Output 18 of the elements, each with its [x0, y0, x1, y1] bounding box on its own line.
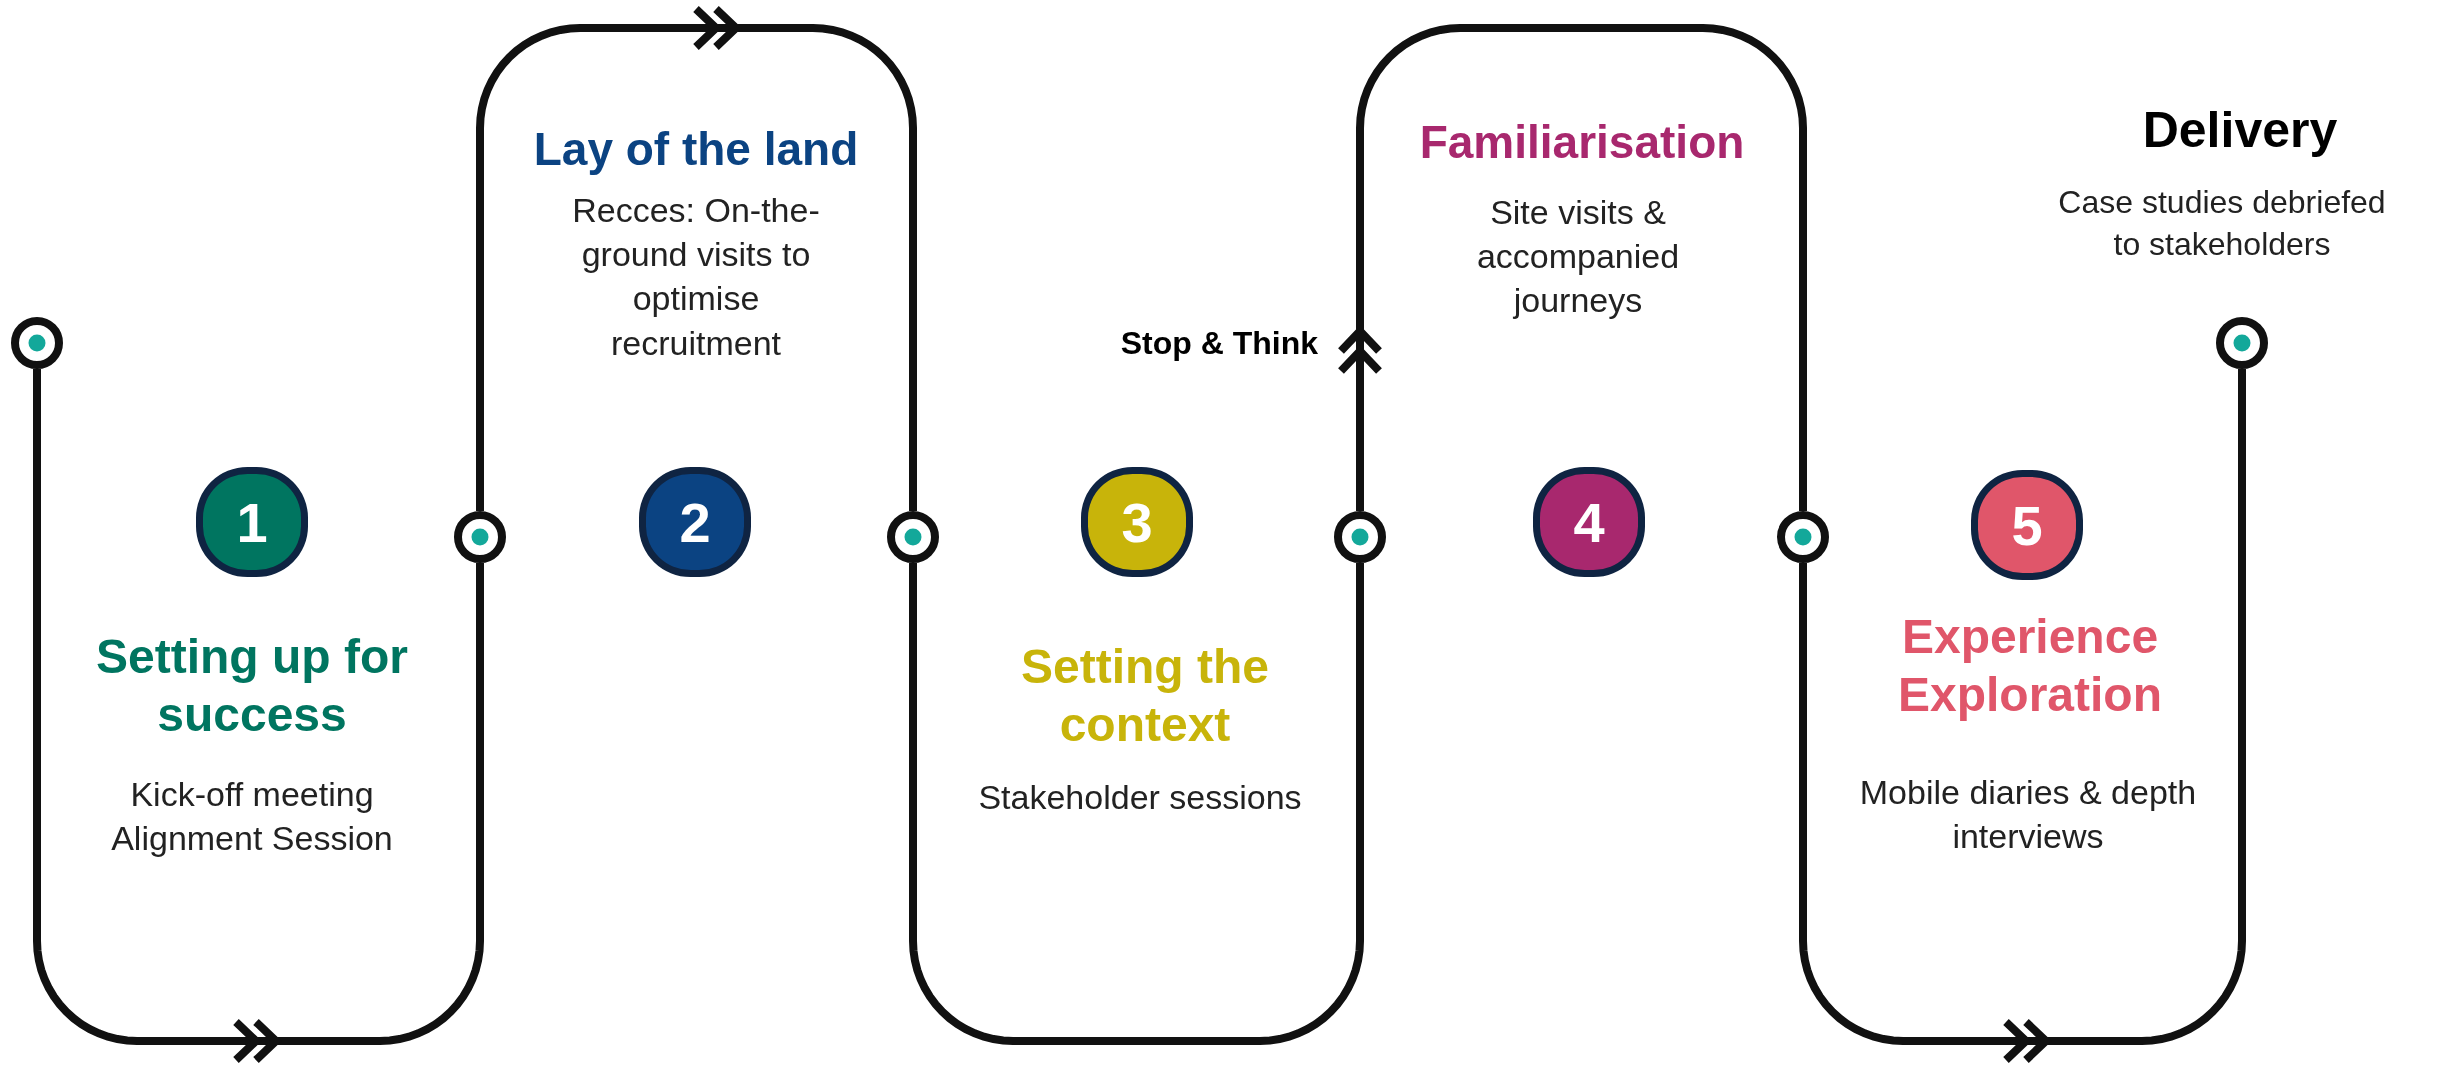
annotation-text: Stop & Think: [1120, 325, 1318, 362]
step-heading: Experience Exploration: [1897, 609, 2163, 723]
step-heading: Delivery: [2141, 101, 2339, 160]
step-heading: Setting up for success: [95, 629, 409, 743]
step-description: Recces: On-the-ground visits to optimise recruitment: [571, 190, 821, 364]
step-description: Mobile diaries & depth interviews: [1858, 772, 2198, 858]
step-number-badge: 1: [196, 467, 308, 577]
step-description: Kick-off meeting Alignment Session: [110, 774, 394, 860]
step-description: Case studies debriefed to stakeholders: [2057, 183, 2387, 264]
step-number-badge: 2: [639, 467, 751, 577]
step-heading: Lay of the land: [532, 122, 860, 177]
step-heading: Setting the context: [1020, 639, 1270, 753]
step-number-badge: 3: [1081, 467, 1193, 577]
step-description: Stakeholder sessions: [977, 777, 1303, 818]
step-number-badge: 4: [1533, 467, 1645, 577]
step-number-badge: 5: [1971, 470, 2083, 580]
step-heading: Familiarisation: [1418, 115, 1746, 170]
step-description: Site visits & accompanied journeys: [1475, 192, 1681, 322]
